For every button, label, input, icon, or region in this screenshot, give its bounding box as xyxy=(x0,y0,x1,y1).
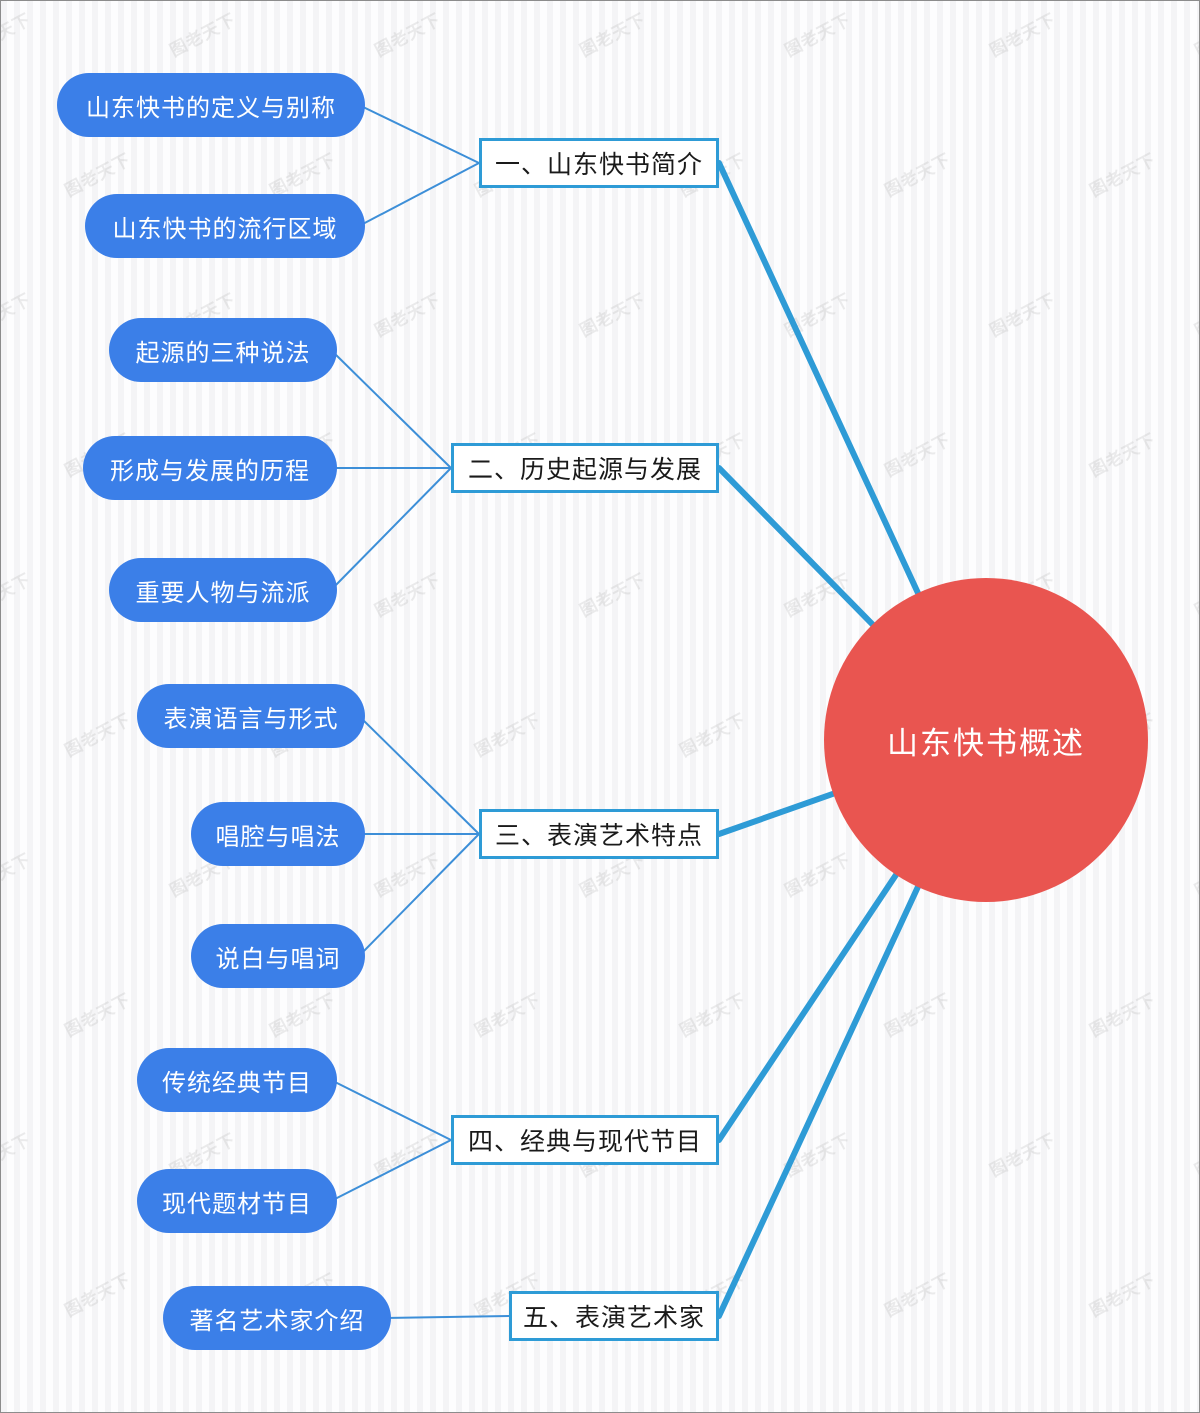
branch-node-label: 四、经典与现代节目 xyxy=(467,1128,702,1156)
watermark-text: 图老天下 xyxy=(471,989,545,1041)
edge-root-to-branch-5 xyxy=(716,880,923,1319)
leaf-node-label: 著名艺术家介绍 xyxy=(189,1307,365,1335)
watermark-text: 图老天下 xyxy=(576,9,650,61)
leaf-node-2-3[interactable]: 重要人物与流派 xyxy=(109,558,337,622)
leaf-node-3-3[interactable]: 说白与唱词 xyxy=(191,924,365,988)
branch-node-2[interactable]: 二、历史起源与发展 xyxy=(451,443,719,493)
edge-branch-4-to-leaf-2 xyxy=(330,1139,452,1202)
leaf-node-label: 山东快书的流行区域 xyxy=(112,215,338,243)
watermark-text: 图老天下 xyxy=(781,289,855,341)
watermark-text: 图老天下 xyxy=(576,569,650,621)
root-node[interactable]: 山东快书概述 xyxy=(824,578,1148,902)
watermark-text: 图老天下 xyxy=(986,1129,1060,1181)
leaf-node-2-2[interactable]: 形成与发展的历程 xyxy=(83,436,337,500)
branch-node-label: 一、山东快书简介 xyxy=(494,151,703,179)
watermark-text: 图老天下 xyxy=(676,989,750,1041)
leaf-node-label: 重要人物与流派 xyxy=(135,579,311,607)
leaf-node-label: 山东快书的定义与别称 xyxy=(86,94,336,122)
watermark-text: 图老天下 xyxy=(371,569,445,621)
watermark-text: 图老天下 xyxy=(574,1406,649,1412)
edge-branch-2-to-leaf-1 xyxy=(330,349,452,469)
branch-node-label: 五、表演艺术家 xyxy=(522,1304,705,1332)
watermark-text: 图老天下 xyxy=(576,289,650,341)
watermark-text: 图老天下 xyxy=(986,289,1060,341)
edge-branch-4-to-leaf-1 xyxy=(330,1079,452,1141)
edge-root-to-branch-2 xyxy=(716,465,879,631)
watermark-text: 图老天下 xyxy=(0,9,35,61)
watermark-text: 图老天下 xyxy=(0,289,35,341)
leaf-node-label: 说白与唱词 xyxy=(215,945,341,973)
watermark-text: 图老天下 xyxy=(166,9,240,61)
edge-root-to-branch-3 xyxy=(716,789,840,837)
leaf-node-4-2[interactable]: 现代题材节目 xyxy=(137,1169,337,1233)
watermark-text: 图老天下 xyxy=(881,429,955,481)
branch-node-1[interactable]: 一、山东快书简介 xyxy=(479,138,719,188)
branch-node-5[interactable]: 五、表演艺术家 xyxy=(509,1291,719,1341)
leaf-node-2-1[interactable]: 起源的三种说法 xyxy=(109,318,337,382)
watermark-text: 图老天下 xyxy=(881,1269,955,1321)
watermark-text: 图老天下 xyxy=(1191,289,1200,341)
watermark-text: 图老天下 xyxy=(1,1406,35,1412)
watermark-text: 图老天下 xyxy=(781,849,855,901)
branch-node-3[interactable]: 三、表演艺术特点 xyxy=(479,809,719,859)
watermark-text: 图老天下 xyxy=(1086,149,1160,201)
watermark-text: 图老天下 xyxy=(1086,429,1160,481)
watermark-text: 图老天下 xyxy=(0,849,35,901)
watermark-text: 图老天下 xyxy=(881,149,955,201)
watermark-text: 图老天下 xyxy=(369,1406,444,1412)
watermark-text: 图老天下 xyxy=(61,989,135,1041)
branch-node-label: 二、历史起源与发展 xyxy=(467,456,702,484)
watermark-text: 图老天下 xyxy=(1189,1406,1199,1412)
leaf-node-5-1[interactable]: 著名艺术家介绍 xyxy=(163,1286,391,1350)
watermark-text: 图老天下 xyxy=(781,9,855,61)
watermark-text: 图老天下 xyxy=(984,1406,1059,1412)
leaf-node-1-2[interactable]: 山东快书的流行区域 xyxy=(85,194,365,258)
watermark-text: 图老天下 xyxy=(779,1406,854,1412)
watermark-text: 图老天下 xyxy=(0,1129,35,1181)
edge-branch-3-to-leaf-1 xyxy=(358,715,480,835)
watermark-text: 图老天下 xyxy=(371,289,445,341)
edge-branch-1-to-leaf-1 xyxy=(358,104,480,164)
watermark-text: 图老天下 xyxy=(881,989,955,1041)
watermark-text: 图老天下 xyxy=(986,9,1060,61)
watermark-text: 图老天下 xyxy=(1191,9,1200,61)
watermark-text: 图老天下 xyxy=(1191,849,1200,901)
leaf-node-label: 表演语言与形式 xyxy=(163,705,339,733)
watermark-text: 图老天下 xyxy=(266,989,340,1041)
leaf-node-4-1[interactable]: 传统经典节目 xyxy=(137,1048,337,1112)
watermark-text: 图老天下 xyxy=(781,1129,855,1181)
leaf-node-3-2[interactable]: 唱腔与唱法 xyxy=(191,802,365,866)
leaf-node-label: 传统经典节目 xyxy=(162,1069,312,1097)
watermark-text: 图老天下 xyxy=(1086,1269,1160,1321)
watermark-text: 图老天下 xyxy=(61,709,135,761)
leaf-node-label: 唱腔与唱法 xyxy=(215,823,341,851)
leaf-node-label: 起源的三种说法 xyxy=(135,339,311,367)
root-node-label: 山东快书概述 xyxy=(887,725,1085,761)
leaf-node-label: 形成与发展的历程 xyxy=(110,457,310,485)
leaf-node-3-1[interactable]: 表演语言与形式 xyxy=(137,684,365,748)
edge-branch-1-to-leaf-2 xyxy=(358,162,480,227)
watermark-text: 图老天下 xyxy=(781,569,855,621)
watermark-text: 图老天下 xyxy=(1086,989,1160,1041)
watermark-text: 图老天下 xyxy=(371,1129,445,1181)
watermark-text: 图老天下 xyxy=(371,9,445,61)
edge-branch-3-to-leaf-3 xyxy=(358,833,480,957)
edge-branch-2-to-leaf-3 xyxy=(330,467,452,591)
branch-node-label: 三、表演艺术特点 xyxy=(494,822,703,850)
watermark-text: 图老天下 xyxy=(1191,1129,1200,1181)
edge-root-to-branch-1 xyxy=(716,160,923,600)
watermark-text: 图老天下 xyxy=(676,709,750,761)
edge-branch-5-to-leaf-1 xyxy=(384,1315,510,1319)
leaf-node-label: 现代题材节目 xyxy=(162,1190,312,1218)
edge-root-to-branch-4 xyxy=(716,868,902,1143)
leaf-node-1-1[interactable]: 山东快书的定义与别称 xyxy=(57,73,365,137)
watermark-text: 图老天下 xyxy=(0,569,35,621)
watermark-text: 图老天下 xyxy=(1191,569,1200,621)
watermark-text: 图老天下 xyxy=(61,1269,135,1321)
watermark-text: 图老天下 xyxy=(371,849,445,901)
watermark-text: 图老天下 xyxy=(471,709,545,761)
branch-node-4[interactable]: 四、经典与现代节目 xyxy=(451,1115,719,1165)
watermark-text: 图老天下 xyxy=(164,1406,239,1412)
